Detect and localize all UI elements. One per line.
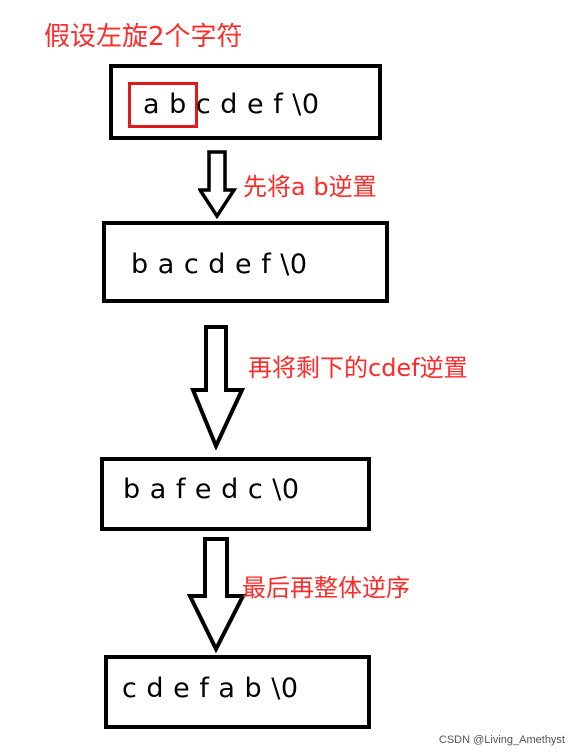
string-step-1: b a c d e f \0: [131, 249, 308, 280]
step-2-label: 再将剩下的cdef逆置: [248, 354, 468, 382]
step-1-label: 先将a b逆置: [243, 173, 377, 201]
step-3-label: 最后再整体逆序: [242, 574, 410, 602]
diagram-title: 假设左旋2个字符: [44, 22, 243, 52]
string-box-step-1: [102, 221, 389, 303]
down-arrow-3: [186, 537, 247, 654]
string-initial: a b c d e f \0: [143, 89, 320, 120]
highlight-box-ab: [128, 82, 198, 128]
string-final: c d e f a b \0: [122, 673, 299, 704]
string-box-final: [104, 655, 371, 729]
down-arrow-2: [190, 325, 246, 450]
string-step-2: b a f e d c \0: [123, 474, 300, 505]
down-arrow-1: [198, 150, 238, 220]
watermark: CSDN @Living_Amethyst: [438, 734, 565, 746]
string-box-step-2: [100, 457, 371, 531]
